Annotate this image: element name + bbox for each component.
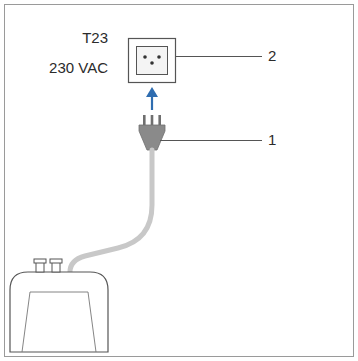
voltage-rating: 230 VAC	[49, 59, 108, 77]
callout-number: 1	[268, 131, 276, 149]
plug-pin	[143, 115, 146, 125]
socket-type: T23	[82, 29, 108, 47]
insert-arrow	[151, 96, 153, 110]
socket-hole	[150, 61, 154, 65]
socket-hole	[157, 55, 161, 59]
leader-line	[176, 56, 262, 57]
water-heater	[10, 272, 108, 352]
socket-hole	[143, 55, 147, 59]
leader-line	[160, 140, 262, 141]
socket-outer	[129, 39, 176, 83]
connector-nut	[34, 259, 46, 263]
plug-pin	[151, 115, 154, 125]
power-cable	[70, 150, 152, 272]
plug-pin	[158, 115, 161, 125]
frame	[5, 5, 354, 357]
connector-nut	[50, 259, 62, 263]
heater-front	[22, 292, 96, 352]
callout-number: 2	[268, 47, 276, 65]
socket-face	[137, 47, 168, 75]
plug-body	[139, 125, 165, 150]
insert-arrowhead	[146, 87, 158, 97]
